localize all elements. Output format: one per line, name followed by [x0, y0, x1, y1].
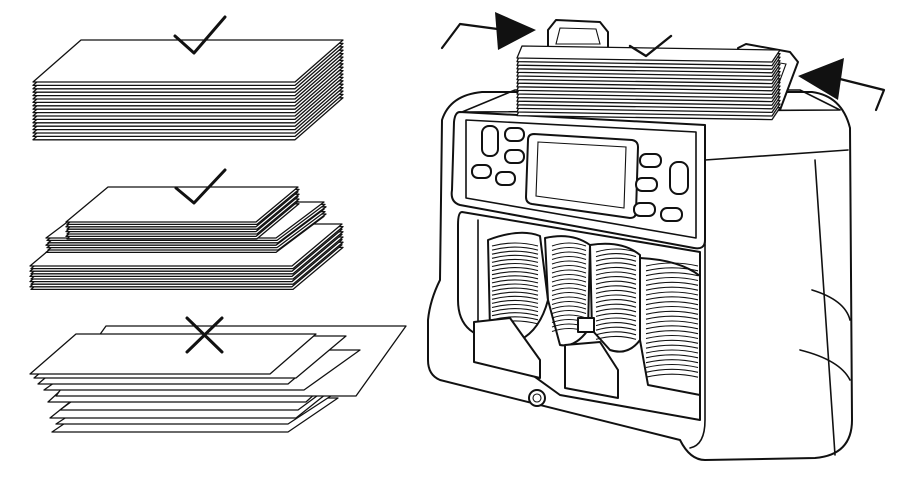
left-button-tall	[481, 125, 499, 157]
display-screen	[525, 133, 639, 219]
center-sensor	[577, 317, 595, 333]
hopper-banknotes	[516, 45, 781, 121]
wheel-ribs-2	[551, 242, 587, 333]
wheel-ribs-3	[595, 248, 637, 340]
stacker-wheels	[487, 231, 701, 396]
unaligned-stack	[29, 316, 407, 433]
check-icon	[174, 168, 227, 205]
left-button-4	[495, 171, 516, 186]
arrow-left-icon	[440, 12, 536, 50]
adjust-knob	[528, 389, 546, 407]
right-button-4	[660, 207, 683, 222]
right-button-3	[633, 202, 656, 217]
aligned-stack	[32, 15, 344, 141]
left-button-1	[504, 127, 525, 142]
right-note-guide	[564, 341, 619, 399]
sorted-mixed-stack	[29, 168, 344, 291]
wheel-ribs-4	[645, 262, 699, 378]
left-note-guide	[473, 317, 541, 379]
right-buttons	[633, 153, 689, 222]
right-button-tall	[669, 161, 689, 195]
banknote	[29, 333, 317, 375]
wheel-ribs-1	[491, 242, 539, 325]
banknote	[65, 186, 299, 223]
cross-icon	[185, 316, 224, 354]
right-button-1	[639, 153, 662, 168]
banknote	[32, 39, 344, 83]
arrow-right-icon	[798, 58, 886, 112]
banknote-counter	[427, 12, 886, 461]
left-button-2	[504, 149, 525, 164]
left-buttons	[471, 125, 525, 186]
check-icon	[173, 15, 227, 55]
right-button-2	[635, 177, 658, 192]
check-icon	[628, 34, 673, 58]
left-button-3	[471, 164, 492, 179]
